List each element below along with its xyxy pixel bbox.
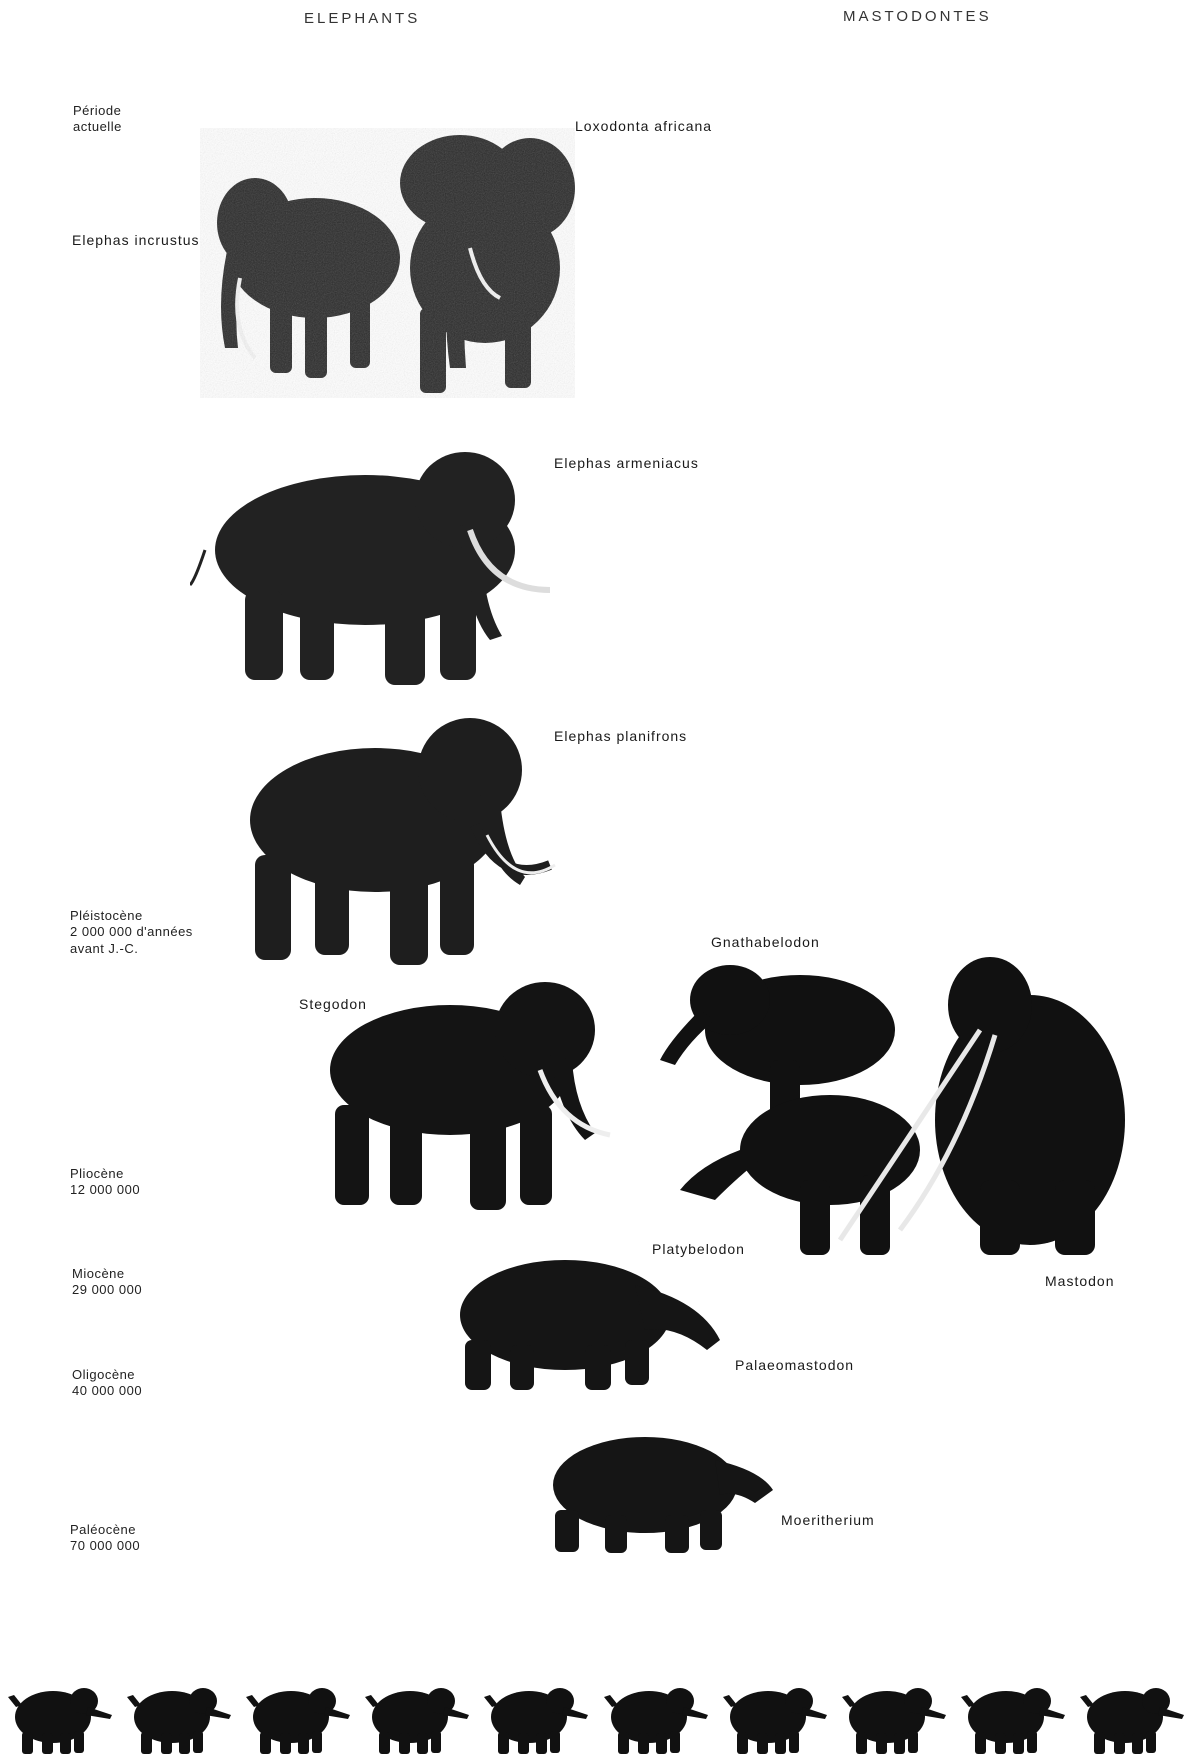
period-name: Miocène <box>72 1266 142 1282</box>
strip-figure-icon <box>484 1677 589 1757</box>
strip-figure-icon <box>604 1677 709 1757</box>
period-miocene: Miocène 29 000 000 <box>72 1266 142 1299</box>
period-value: 40 000 000 <box>72 1383 142 1399</box>
strip-figure-icon <box>246 1677 351 1757</box>
period-pliocene: Pliocène 12 000 000 <box>70 1166 140 1199</box>
strip-figure-icon <box>723 1677 828 1757</box>
period-paleocene: Paléocène 70 000 000 <box>70 1522 140 1555</box>
label-elephas-planifrons: Elephas planifrons <box>554 728 687 744</box>
period-value: 2 000 000 d'années <box>70 924 193 940</box>
label-loxodonta: Loxodonta africana <box>575 118 712 134</box>
strip-figure-icon <box>1080 1677 1185 1757</box>
elephants-column-header: ELEPHANTS <box>304 10 420 27</box>
label-palaeomastodon: Palaeomastodon <box>735 1357 854 1373</box>
label-elephas-incrustus: Elephas incrustus <box>72 232 200 248</box>
strip-figure-icon <box>961 1677 1066 1757</box>
label-mastodon: Mastodon <box>1045 1273 1114 1289</box>
period-value: 12 000 000 <box>70 1182 140 1198</box>
planifrons-elephant-figure <box>225 715 565 975</box>
armeniacus-elephant-figure <box>190 440 610 690</box>
period-name: Période <box>73 103 122 119</box>
period-name: Pliocène <box>70 1166 140 1182</box>
label-gnathabelodon: Gnathabelodon <box>711 934 820 950</box>
period-value: 70 000 000 <box>70 1538 140 1554</box>
period-extra: avant J.-C. <box>70 941 193 957</box>
mastodontes-column-header: MASTODONTES <box>843 8 992 25</box>
palaeomastodon-figure <box>445 1245 725 1395</box>
period-value: 29 000 000 <box>72 1282 142 1298</box>
strip-figure-icon <box>127 1677 232 1757</box>
loxodonta-elephant-figure <box>200 128 575 398</box>
strip-figure-icon <box>8 1677 113 1757</box>
period-pleistocene: Pléistocène 2 000 000 d'années avant J.-… <box>70 908 193 957</box>
period-name: Pléistocène <box>70 908 193 924</box>
stegodon-figure <box>310 975 640 1215</box>
strip-figure-icon <box>842 1677 947 1757</box>
decorative-figure-strip <box>0 1675 1191 1761</box>
period-value: actuelle <box>73 119 122 135</box>
gnathabelodon-mastodon-group-figure <box>660 950 1130 1260</box>
period-actuelle: Période actuelle <box>73 103 122 136</box>
period-name: Paléocène <box>70 1522 140 1538</box>
moeritherium-figure <box>545 1425 775 1555</box>
strip-figure-icon <box>365 1677 470 1757</box>
period-oligocene: Oligocène 40 000 000 <box>72 1367 142 1400</box>
period-name: Oligocène <box>72 1367 142 1383</box>
label-moeritherium: Moeritherium <box>781 1512 875 1528</box>
